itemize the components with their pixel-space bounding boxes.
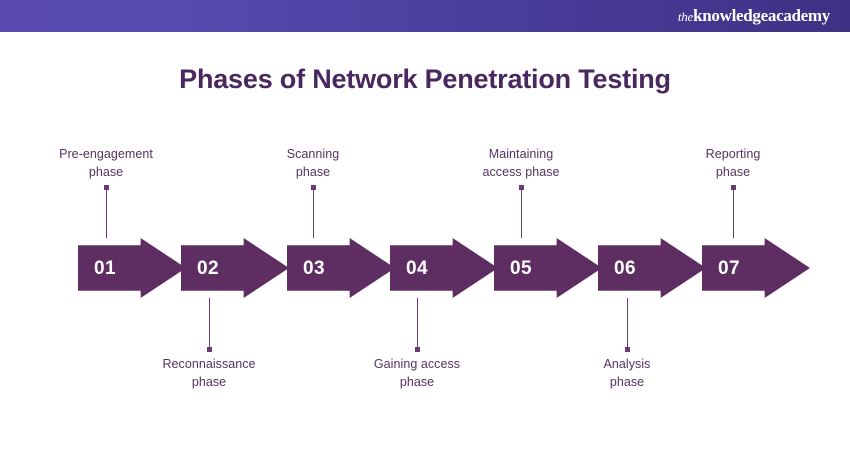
phase-label-07-line1: Reporting [705,147,761,161]
phase-label-02-line2: phase [191,375,227,390]
phase-arrow-02[interactable]: 02 [181,238,289,298]
phase-number-03: 03 [303,257,325,279]
phase-label-03-line2: phase [295,165,331,180]
phase-connector-05 [519,185,524,238]
connector-dot-04 [415,347,420,352]
phase-number-07: 07 [718,257,740,279]
connector-dot-02 [207,347,212,352]
phase-arrow-04[interactable]: 04 [390,238,498,298]
phase-label-07: Reporting phase [653,145,813,181]
connector-dot-03 [311,185,316,190]
phase-arrow-03[interactable]: 03 [287,238,395,298]
phase-label-06-line2: phase [609,375,645,390]
phase-label-01-line2: phase [88,165,124,180]
phase-label-01-line1: Pre-engagement [59,147,153,161]
phase-label-03-line1: Scanning [286,147,340,161]
phase-label-04-line2: phase [399,375,435,390]
phase-connector-01 [104,185,109,238]
phase-label-02-line1: Reconnaissance [162,357,256,371]
phase-connector-07 [731,185,736,238]
phase-number-04: 04 [406,257,428,279]
phase-connector-03 [311,185,316,238]
phase-arrow-05[interactable]: 05 [494,238,602,298]
phase-label-03: Scanning phase [233,145,393,181]
page-title: Phases of Network Penetration Testing [179,64,671,94]
phase-number-05: 05 [510,257,532,279]
phase-label-05: Maintaining access phase [441,145,601,181]
phase-arrow-07[interactable]: 07 [702,238,810,298]
phase-label-06-line1: Analysis [603,357,651,371]
phase-arrow-06[interactable]: 06 [598,238,706,298]
phase-label-02: Reconnaissance phase [129,355,289,391]
brand-logo[interactable]: theknowledgeacademy [678,7,830,25]
connector-dot-01 [104,185,109,190]
phase-connector-04 [415,298,420,352]
phase-connector-02 [207,298,212,352]
phase-label-04-line1: Gaining access [373,357,461,371]
phase-label-05-line2: access phase [482,165,560,180]
connector-dot-06 [625,347,630,352]
phase-label-01: Pre-engagement phase [26,145,186,181]
phase-label-04: Gaining access phase [337,355,497,391]
phase-number-02: 02 [197,257,219,279]
phase-connector-06 [625,298,630,352]
connector-dot-05 [519,185,524,190]
phase-number-01: 01 [94,257,116,279]
phase-label-06: Analysis phase [547,355,707,391]
phase-arrow-01[interactable]: 01 [78,238,186,298]
phase-number-06: 06 [614,257,636,279]
brand-prefix: the [677,9,694,24]
phase-label-07-line2: phase [715,165,751,180]
brand-name: knowledgeacademy [693,6,830,25]
connector-dot-07 [731,185,736,190]
phase-label-05-line1: Maintaining [488,147,554,161]
header-bar: theknowledgeacademy [0,0,850,32]
